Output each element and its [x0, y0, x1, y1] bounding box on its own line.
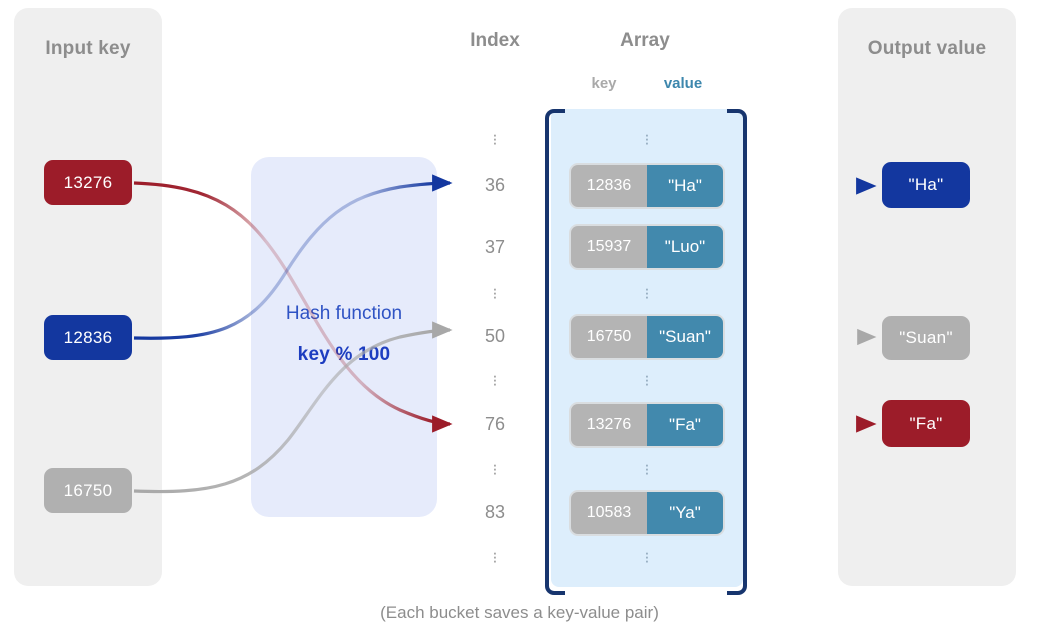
hash-function-formula: key % 100: [297, 344, 391, 365]
bucket-key-10583: 10583: [569, 490, 647, 536]
bucket-key-12836: 12836: [569, 163, 647, 209]
input-key-16750[interactable]: 16750: [44, 468, 132, 513]
bucket-row-83[interactable]: 10583 "Ya": [569, 490, 725, 536]
index-ellipsis-4: ···: [492, 455, 498, 482]
array-ellipsis-2: ···: [644, 279, 650, 306]
bucket-value-fa: "Fa": [647, 402, 725, 448]
output-value-suan[interactable]: "Suan": [882, 316, 970, 360]
bucket-key-15937: 15937: [569, 224, 647, 270]
input-key-12836[interactable]: 12836: [44, 315, 132, 360]
bucket-value-ha: "Ha": [647, 163, 725, 209]
bucket-key-16750: 16750: [569, 314, 647, 360]
index-ellipsis-2: ···: [492, 279, 498, 306]
array-ellipsis-top: ···: [644, 125, 650, 152]
index-ellipsis-bottom: ···: [492, 543, 498, 570]
array-column-heading: Array: [620, 30, 670, 51]
input-key-13276[interactable]: 13276: [44, 160, 132, 205]
diagram-caption: (Each bucket saves a key-value pair): [380, 603, 659, 622]
index-label-83: 83: [484, 502, 506, 522]
bucket-row-76[interactable]: 13276 "Fa": [569, 402, 725, 448]
index-column-heading: Index: [470, 30, 520, 51]
hash-function-box: [251, 157, 437, 517]
bucket-key-13276: 13276: [569, 402, 647, 448]
index-ellipsis-top: ···: [492, 125, 498, 152]
bucket-value-ya: "Ya": [647, 490, 725, 536]
output-value-ha[interactable]: "Ha": [882, 162, 970, 208]
array-bracket-left-icon: [545, 109, 565, 595]
index-label-36: 36: [484, 175, 506, 195]
bucket-value-luo: "Luo": [647, 224, 725, 270]
index-label-50: 50: [484, 326, 506, 346]
bucket-value-suan: "Suan": [647, 314, 725, 360]
index-label-37: 37: [484, 237, 506, 257]
array-ellipsis-bottom: ···: [644, 543, 650, 570]
output-value-panel: Output value: [838, 8, 1016, 586]
bucket-row-36[interactable]: 12836 "Ha": [569, 163, 725, 209]
output-value-fa[interactable]: "Fa": [882, 400, 970, 447]
array-key-subheading: key: [591, 75, 617, 92]
index-label-76: 76: [484, 414, 506, 434]
array-ellipsis-3: ···: [644, 366, 650, 393]
bucket-row-50[interactable]: 16750 "Suan": [569, 314, 725, 360]
array-ellipsis-4: ···: [644, 455, 650, 482]
hash-function-label: Hash function: [285, 303, 403, 324]
array-bracket-right-icon: [727, 109, 747, 595]
array-value-subheading: value: [663, 75, 703, 92]
index-ellipsis-3: ···: [492, 366, 498, 393]
output-panel-title: Output value: [867, 38, 987, 59]
input-panel-title: Input key: [45, 38, 131, 59]
bucket-row-37[interactable]: 15937 "Luo": [569, 224, 725, 270]
